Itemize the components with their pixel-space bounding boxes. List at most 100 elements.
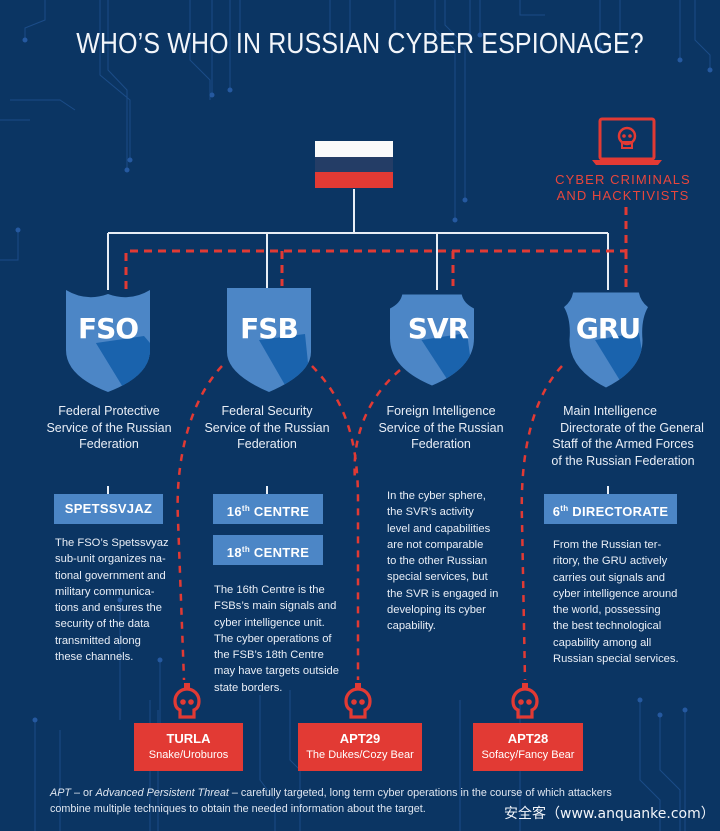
apt-aliases: The Dukes/Cozy Bear [306, 749, 414, 761]
unit-number: 6 [552, 504, 561, 519]
desc-line: Russian special services. [553, 653, 679, 666]
desc-line: carries out signals and [553, 571, 665, 584]
svr-abbr: SVR [407, 312, 469, 345]
unit-label: DIRECTORATE [568, 504, 669, 519]
name-line: Foreign Intelligence [386, 404, 496, 418]
fso-shield-icon [66, 290, 150, 392]
footnote-text: – carefully targeted, long term cyber op… [228, 787, 612, 799]
apt-aliases: Snake/Uroburos [148, 749, 229, 761]
apt-name: APT28 [507, 731, 549, 746]
desc-line: the FSB’s 18th Centre [214, 649, 324, 662]
unit-18th-centre: 18th CENTRE [213, 535, 323, 565]
desc-line: special services, but [387, 571, 488, 584]
footnote-line1: APT – or Advanced Persistent Threat – ca… [50, 785, 612, 801]
footnote-apt: APT [50, 787, 71, 799]
desc-line: tional government and [55, 569, 166, 582]
source-credit: 安全客（www.anquanke.com） [504, 806, 715, 822]
unit-ordinal: th [560, 504, 569, 513]
gru-shield-icon [564, 292, 648, 388]
page-title: WHO’S WHO IN RUSSIAN CYBER ESPIONAGE? [76, 28, 644, 60]
skull-icon [344, 683, 372, 719]
fsb-full-name: Federal Security Service of the Russian … [182, 403, 352, 453]
gru-description: From the Russian ter- ritory, the GRU ac… [553, 537, 679, 667]
red-dashed-fsb-apt29 [311, 365, 360, 680]
desc-line: military communica- [55, 585, 155, 598]
svr-shield-icon [390, 294, 474, 386]
apt-name: APT29 [339, 731, 381, 746]
cyber-criminals-label: CYBER CRIMINALS AND HACKTIVISTS [548, 172, 698, 204]
footnote-apt-full: Advanced Persistent Threat [95, 787, 229, 799]
unit-number: 16 [226, 504, 242, 519]
unit-ordinal: th [241, 504, 251, 513]
unit-16th-centre: 16th CENTRE [213, 494, 323, 524]
unit-label: CENTRE [250, 545, 310, 560]
laptop-skull-icon [592, 117, 662, 165]
desc-line: to the other Russian [387, 555, 488, 568]
fsb-abbr: FSB [240, 312, 299, 345]
desc-line: may have targets outside [214, 665, 339, 678]
desc-line: developing its cyber [387, 604, 486, 617]
apt-apt28: APT28 Sofacy/Fancy Bear [473, 723, 583, 771]
apt-turla: TURLA Snake/Uroburos [134, 723, 243, 771]
footnote: APT – or Advanced Persistent Threat – ca… [50, 785, 612, 817]
footnote-line2: combine multiple techniques to obtain th… [50, 803, 426, 815]
name-line: Service of the Russian [378, 420, 504, 435]
desc-line: level and capabilities [387, 522, 491, 535]
desc-line: the world, possessing [553, 604, 661, 617]
desc-line: The cyber operations of [214, 632, 332, 645]
fso-full-name: Federal Protective Service of the Russia… [24, 403, 194, 453]
svr-full-name: Foreign Intelligence Service of the Russ… [356, 403, 526, 453]
fsb-shield-icon [227, 288, 311, 392]
name-line: Federation [411, 437, 471, 451]
name-line: Federal Protective [58, 404, 160, 418]
fsb-description: The 16th Centre is the FSBs’s main signa… [214, 582, 339, 696]
name-line: Service of the Russian [204, 420, 330, 435]
desc-line: sub-unit organizes na- [55, 553, 166, 566]
desc-line: transmitted along [55, 634, 141, 647]
cyber-criminals-line1: CYBER CRIMINALS [555, 172, 691, 187]
red-dashed-svr-apt29 [353, 369, 401, 481]
desc-line: capability among all [553, 636, 652, 649]
desc-line: the SVR is engaged in [387, 587, 499, 600]
fso-description: The FSO’s Spetssvyaz sub-unit organizes … [55, 535, 169, 665]
name-line: Federation [237, 437, 297, 451]
unit-label: CENTRE [250, 504, 310, 519]
desc-line: the best technological [553, 620, 662, 633]
unit-number: 18 [226, 545, 242, 560]
skull-icon [511, 683, 539, 719]
desc-line: The FSO’s Spetssvyaz [55, 537, 169, 549]
apt-name: TURLA [166, 731, 211, 746]
desc-line: From the Russian ter- [553, 539, 662, 551]
desc-line: In the cyber sphere, [387, 490, 486, 502]
red-dashed-gru-apt28 [520, 365, 563, 681]
desc-line: cyber intelligence unit. [214, 616, 325, 629]
name-line: Directorate of the General [560, 420, 704, 435]
fso-abbr: FSO [77, 312, 139, 345]
apt-apt29: APT29 The Dukes/Cozy Bear [298, 723, 422, 771]
name-line: Staff of the Armed Forces [552, 437, 694, 451]
desc-line: are not comparable [387, 538, 484, 551]
name-line: Service of the Russian [46, 420, 172, 435]
name-line: of the Russian Federation [551, 453, 695, 468]
desc-line: tions and ensures the [55, 602, 162, 615]
gru-abbr: GRU [575, 312, 641, 345]
unit-6th-directorate: 6th DIRECTORATE [544, 494, 677, 524]
russian-flag-icon [315, 141, 393, 188]
desc-line: ritory, the GRU actively [553, 555, 668, 568]
desc-line: these channels. [55, 651, 134, 664]
desc-line: the SVR’s activity [387, 506, 474, 519]
desc-line: FSBs’s main signals and [214, 600, 337, 613]
name-line: Main Intelligence [563, 404, 657, 418]
desc-line: The 16th Centre is the [214, 584, 325, 596]
skull-icon [173, 683, 201, 719]
name-line: Federal Security [221, 404, 313, 418]
apt-aliases: Sofacy/Fancy Bear [481, 749, 575, 761]
unit-spetssvjaz: SPETSSVJAZ [54, 494, 163, 524]
desc-line: capability. [387, 620, 436, 633]
unit-label: SPETSSVJAZ [64, 501, 153, 516]
gru-full-name: Main Intelligence Directorate of the Gen… [538, 403, 708, 469]
footnote-text: – or [71, 787, 96, 799]
unit-ordinal: th [241, 545, 251, 554]
desc-line: state borders. [214, 681, 283, 694]
desc-line: security of the data [55, 618, 150, 631]
